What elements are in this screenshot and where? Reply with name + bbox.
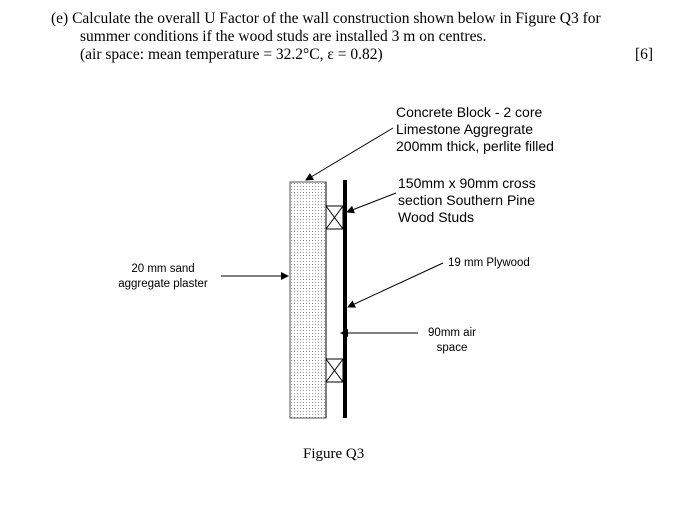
air-space-label-line-1: 90mm air bbox=[428, 327, 476, 339]
concrete-block-label: Concrete Block - 2 core Limestone Aggreg… bbox=[396, 104, 554, 155]
figure-caption: Figure Q3 bbox=[303, 446, 365, 462]
sand-plaster-label-line-2: aggregate plaster bbox=[118, 278, 208, 290]
concrete-block-leader bbox=[305, 127, 394, 181]
plaster-layer bbox=[289, 181, 327, 419]
wood-studs-label-line-3: Wood Studs bbox=[398, 209, 475, 225]
wood-studs-label-line-2: section Southern Pine bbox=[398, 192, 535, 208]
concrete-block-label-line-2: Limestone Aggregrate bbox=[396, 121, 533, 137]
air-space-label-line-2: space bbox=[436, 342, 468, 354]
sand-plaster-label-line-1: 20 mm sand bbox=[131, 263, 195, 275]
wood-studs-label: 150mm x 90mm cross section Southern Pine… bbox=[398, 175, 536, 226]
plywood-leader bbox=[347, 262, 444, 308]
plywood-label: 19 mm Plywood bbox=[448, 256, 530, 271]
question-line-3: (air space: mean temperature = 32.2°C, ε… bbox=[80, 46, 383, 63]
question-marks: [6] bbox=[635, 46, 654, 63]
wood-stud-upper bbox=[325, 205, 344, 230]
question-line-2: summer conditions if the wood studs are … bbox=[80, 28, 487, 45]
plywood-label-line-1: 19 mm Plywood bbox=[448, 257, 530, 269]
concrete-block-label-line-1: Concrete Block - 2 core bbox=[396, 104, 543, 120]
wood-studs-leader bbox=[346, 192, 397, 214]
concrete-block-label-line-3: 200mm thick, perlite filled bbox=[396, 138, 554, 154]
wood-stud-lower bbox=[325, 358, 344, 383]
sand-plaster-label: 20 mm sand aggregate plaster bbox=[112, 262, 214, 292]
question-line-1: (e) Calculate the overall U Factor of th… bbox=[51, 10, 601, 27]
air-space-label: 90mm air space bbox=[420, 326, 484, 356]
wood-studs-label-line-1: 150mm x 90mm cross bbox=[398, 175, 536, 191]
